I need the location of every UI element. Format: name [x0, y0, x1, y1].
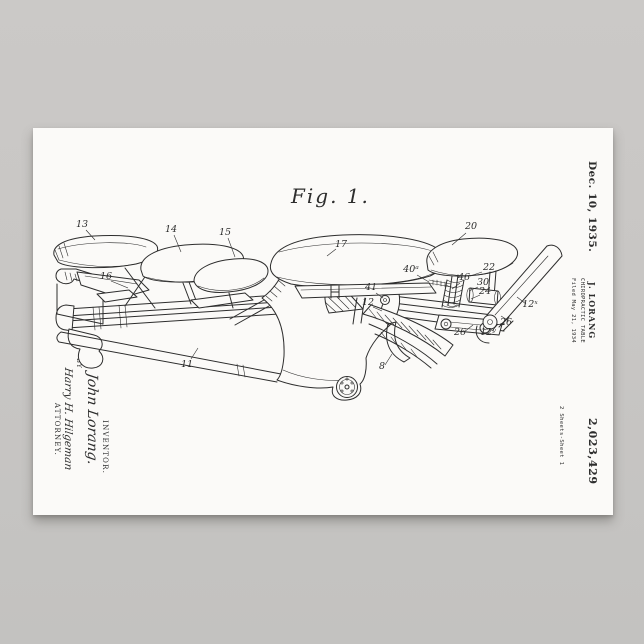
strap-8 — [386, 321, 411, 363]
headrest-assembly — [53, 235, 159, 325]
reference-numeral-12: 12 — [362, 297, 374, 308]
cushion-17 — [269, 234, 445, 311]
reference-numeral-11: 11 — [181, 359, 193, 370]
reference-numeral-30: 30 — [477, 277, 489, 288]
reference-numeral-15: 15 — [219, 227, 231, 238]
frame-end-cap — [55, 304, 75, 332]
reference-numeral-16: 16 — [100, 271, 112, 282]
reference-numeral-12ʸ: 12ʸ — [480, 327, 496, 338]
figure-label: Fig. 1. — [291, 184, 370, 208]
frame-rails — [55, 291, 505, 383]
reference-numeral-12ˣ: 12ˣ — [522, 299, 538, 310]
reference-numeral-22: 22 — [482, 262, 495, 273]
spring-bundle — [362, 304, 454, 369]
reference-numeral-26: 26 — [453, 327, 466, 338]
reference-numeral-13: 13 — [76, 219, 88, 230]
cushion-20 — [426, 237, 519, 277]
reference-numeral-46: 46 — [457, 272, 470, 283]
cushion-15 — [190, 258, 269, 309]
reference-numeral-17: 17 — [335, 239, 348, 250]
patent-poster-sheet: Dec. 10, 1935. J. LORANG CHIROPRACTIC TA… — [33, 128, 613, 515]
reference-numeral-14: 14 — [165, 224, 177, 235]
reference-numeral-20: 20 — [464, 221, 477, 232]
cushion-13 — [53, 235, 159, 269]
tilt-board-12x — [475, 244, 563, 344]
reference-numeral-40ᵃ: 40ᵃ — [402, 264, 419, 275]
reference-numeral-26: 26 — [499, 317, 512, 328]
reference-numeral-41: 41 — [364, 282, 377, 293]
reference-numeral-8: 8 — [379, 361, 385, 372]
coil-spring — [441, 279, 465, 308]
reference-numeral-24: 24 — [478, 286, 491, 297]
